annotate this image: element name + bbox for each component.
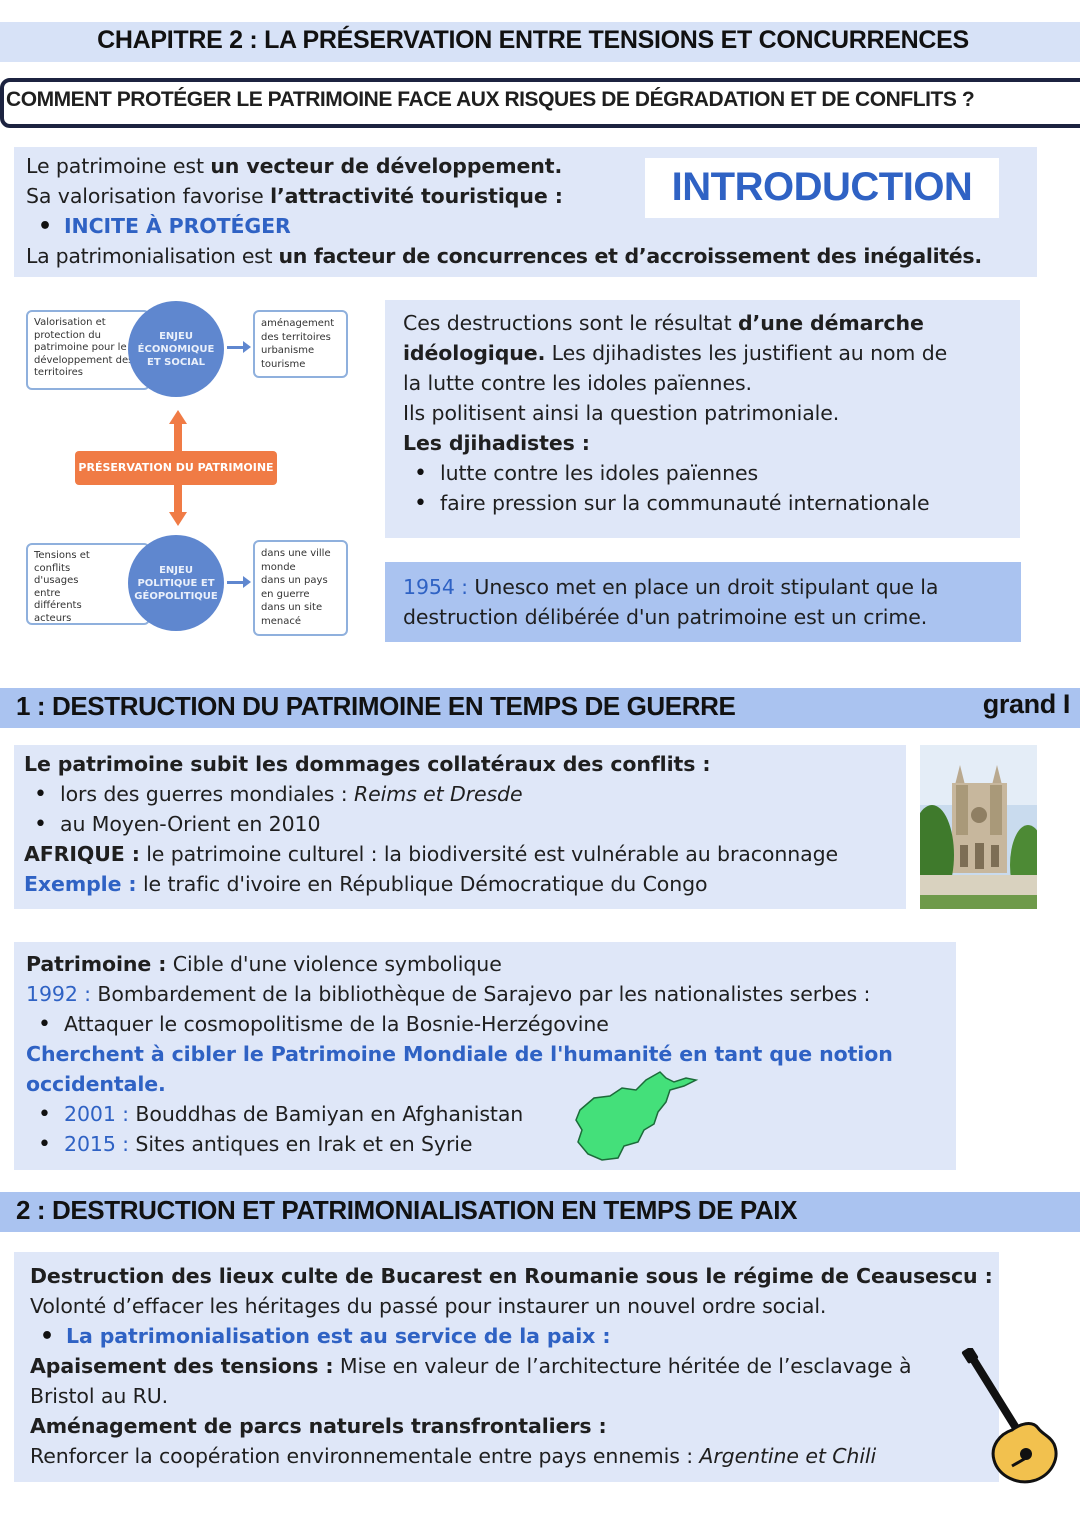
peace-line-7: Renforcer la coopération environnemental… <box>30 1444 877 1468</box>
chapter-title: CHAPITRE 2 : LA PRÉSERVATION ENTRE TENSI… <box>97 26 969 54</box>
diagram-economic-circle: ENJEU ÉCONOMIQUE ET SOCIAL <box>128 301 224 397</box>
violence-line-1: Patrimoine : Cible d'une violence symbol… <box>26 952 502 976</box>
diagram-arrow-shaft <box>174 423 182 451</box>
violence-line-5: occidentale. <box>26 1072 166 1096</box>
guitar-icon <box>961 1348 1058 1484</box>
diagram-list-item: urbanisme <box>261 345 315 356</box>
djihad-bullet-1: lutte contre les idoles païennes <box>414 461 758 486</box>
war-line-4: AFRIQUE : le patrimoine culturel : la bi… <box>24 842 839 866</box>
arrow-right-icon <box>243 341 251 353</box>
diagram-political-list: dans une ville monde dans un pays en gue… <box>253 540 348 636</box>
diagram-economic-list: aménagement des territoires urbanisme to… <box>253 310 348 378</box>
diagram-list-item: aménagement des territoires <box>261 318 335 343</box>
diagram-list-item: dans un pays en guerre <box>261 575 328 600</box>
peace-line-4: Apaisement des tensions : Mise en valeur… <box>30 1354 912 1378</box>
djihad-line-2: idéologique. Les djihadistes les justifi… <box>403 341 948 365</box>
problem-question: COMMENT PROTÉGER LE PATRIMOINE FACE AUX … <box>6 88 975 111</box>
djihad-line-4: Ils politisent ainsi la question patrimo… <box>403 401 840 425</box>
peace-line-1: Destruction des lieux culte de Bucarest … <box>30 1264 993 1288</box>
unesco-line-2: destruction délibérée d'un patrimoine es… <box>403 605 928 629</box>
section-2-bar <box>0 1192 1080 1232</box>
diagram-arrow-line <box>227 581 245 584</box>
arrow-up-icon <box>169 410 187 424</box>
peace-bullet-1: La patrimonialisation est au service de … <box>40 1324 611 1349</box>
chapter-title-bar <box>0 22 1080 62</box>
intro-label-box <box>645 158 999 218</box>
intro-line-1: Le patrimoine est un vecteur de développ… <box>26 154 563 178</box>
violence-bullet-1: Attaquer le cosmopolitisme de la Bosnie-… <box>38 1012 609 1037</box>
section-1-title: 1 : DESTRUCTION DU PATRIMOINE EN TEMPS D… <box>16 691 736 721</box>
reims-cathedral-image <box>920 745 1037 909</box>
peace-line-6: Aménagement de parcs naturels transfront… <box>30 1414 607 1438</box>
djihad-bullet-2: faire pression sur la communauté interna… <box>414 491 930 516</box>
war-bullet-2: au Moyen-Orient en 2010 <box>34 812 321 837</box>
arrow-right-icon <box>243 576 251 588</box>
war-line-5: Exemple : le trafic d'ivoire en Républiq… <box>24 872 708 896</box>
section-1-bar <box>0 688 1080 728</box>
intro-line-2: Sa valorisation favorise l’attractivité … <box>26 184 563 208</box>
violence-line-2: 1992 : Bombardement de la bibliothèque d… <box>26 982 871 1006</box>
intro-label: INTRODUCTION <box>671 165 973 209</box>
afghanistan-map-icon <box>575 1071 699 1161</box>
violence-line-4: Cherchent à cibler le Patrimoine Mondial… <box>26 1042 893 1066</box>
djihad-line-5: Les djihadistes : <box>403 431 590 455</box>
section-1-tag: grand I <box>982 689 1071 719</box>
violence-bullet-2: 2001 : Bouddhas de Bamiyan en Afghanista… <box>38 1102 523 1127</box>
violence-bullet-3: 2015 : Sites antiques en Irak et en Syri… <box>38 1132 472 1157</box>
section-2-title: 2 : DESTRUCTION ET PATRIMONIALISATION EN… <box>16 1195 798 1225</box>
war-bullet-1: lors des guerres mondiales : Reims et Dr… <box>34 782 523 807</box>
diagram-arrow-line <box>227 346 245 349</box>
djihad-line-1: Ces destructions sont le résultat d’une … <box>403 311 924 335</box>
peace-panel <box>14 1252 999 1482</box>
peace-line-2: Volonté d’effacer les héritages du passé… <box>30 1294 827 1318</box>
unesco-line-1: 1954 : Unesco met en place un droit stip… <box>403 575 939 599</box>
question-frame <box>0 78 1080 128</box>
intro-line-4: La patrimonialisation est un facteur de … <box>26 244 982 268</box>
diagram-preservation-center: PRÉSERVATION DU PATRIMOINE <box>75 451 277 485</box>
peace-line-5: Bristol au RU. <box>30 1384 169 1408</box>
djihad-line-3: la lutte contre les idoles païennes. <box>403 371 752 395</box>
diagram-list-item: dans un site menacé <box>261 602 323 627</box>
war-line-1: Le patrimoine subit les dommages collaté… <box>24 752 711 776</box>
arrow-down-icon <box>169 512 187 526</box>
unesco-panel <box>385 562 1021 642</box>
diagram-arrow-shaft <box>174 485 182 513</box>
intro-bullet: INCITE À PROTÉGER <box>38 214 291 239</box>
diagram-list-item: tourisme <box>261 358 306 370</box>
diagram-list-item: dans une ville monde <box>261 548 331 573</box>
diagram-political-circle: ENJEU POLITIQUE ET GÉOPOLITIQUE <box>128 535 224 631</box>
